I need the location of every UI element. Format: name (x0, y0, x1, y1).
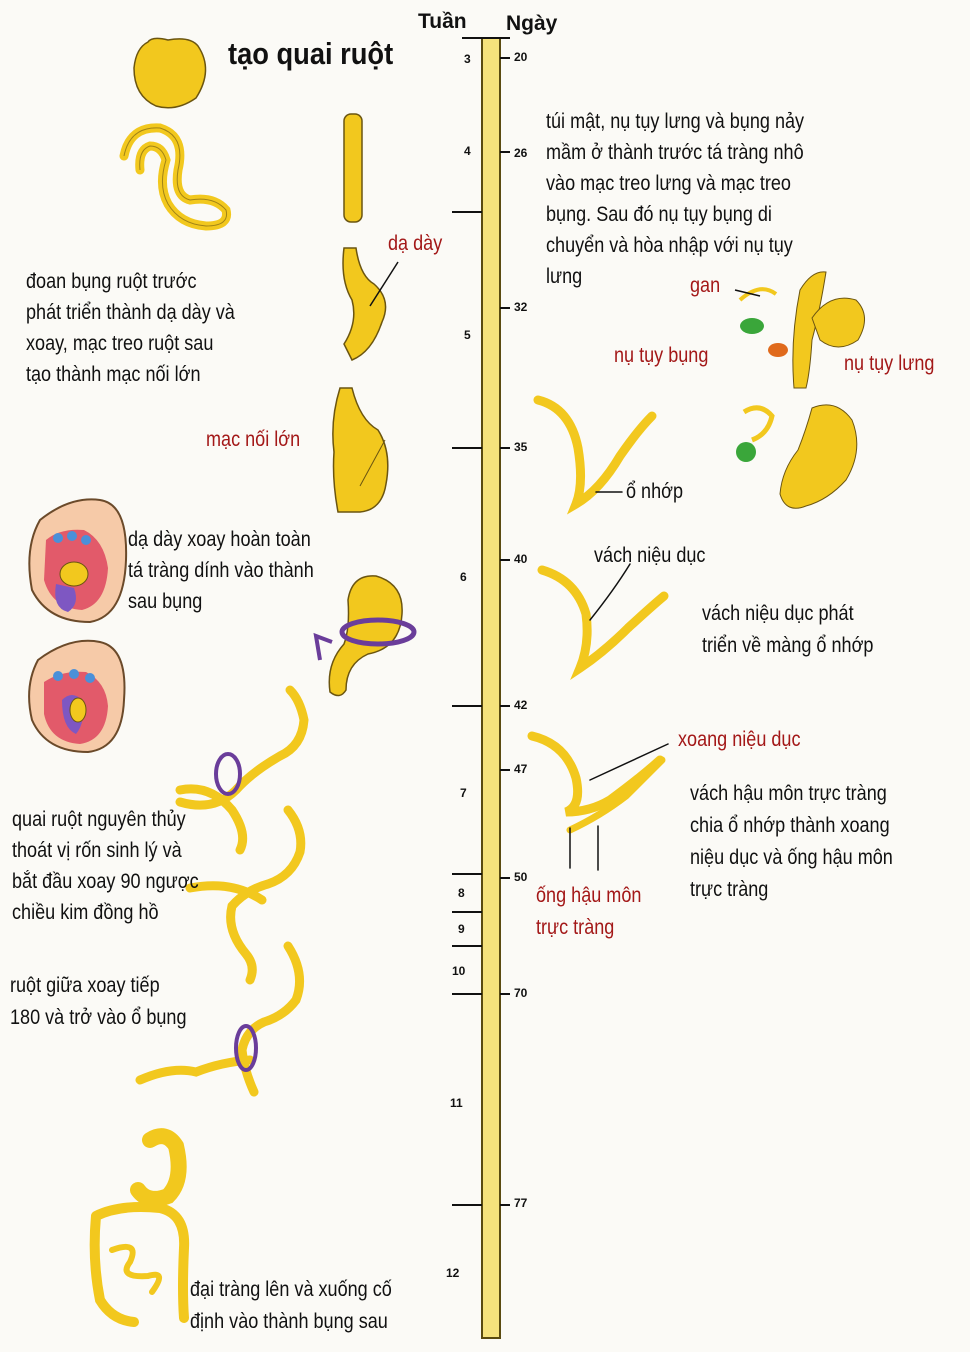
week-7: 7 (460, 786, 467, 800)
week-6: 6 (460, 570, 467, 584)
day-42: 42 (514, 698, 528, 712)
stomach-omentum-drawing (332, 387, 389, 513)
day-26: 26 (514, 146, 528, 160)
day-47: 47 (514, 762, 528, 776)
day-40: 40 (514, 552, 528, 566)
day-32: 32 (514, 300, 528, 314)
foregut-tube-drawing (343, 113, 363, 223)
label-o-nhop: ổ nhớp (626, 480, 684, 503)
urorectal-septum-drawing (537, 563, 669, 680)
stomach-forming-drawing (342, 247, 387, 361)
label-vach-nieu-duc: vách niệu dục (594, 544, 706, 567)
pancreas-buds-drawing (734, 271, 865, 389)
week-3: 3 (464, 52, 471, 66)
week-5: 5 (464, 328, 471, 342)
timeline-ticks (452, 57, 510, 1206)
label-ong-hau-mon-1: ống hậu môn (536, 884, 642, 907)
label-mac-noi-lon: mạc nối lớn (206, 428, 301, 451)
week-9: 9 (458, 922, 465, 936)
day-77: 77 (514, 1196, 528, 1210)
diagram-title: tạo quai ruột (228, 36, 394, 71)
urogenital-sinus-drawing (527, 731, 669, 871)
day-50: 50 (514, 870, 528, 884)
label-nu-tuy-lung: nụ tụy lưng (844, 352, 935, 375)
day-35: 35 (514, 440, 528, 454)
label-gan: gan (690, 274, 721, 297)
stomach-rotated-drawing (328, 575, 403, 697)
primitive-loop-drawing (175, 685, 309, 855)
day-70: 70 (514, 986, 528, 1000)
week-12: 12 (446, 1266, 460, 1280)
timeline-bar (481, 37, 501, 1339)
week-8: 8 (458, 886, 465, 900)
weeks-header: Tuần (418, 10, 467, 33)
label-xoang-nieu-duc: xoang niệu dục (678, 728, 801, 751)
pancreas-fused-drawing (736, 404, 858, 509)
week-10: 10 (452, 964, 466, 978)
days-header: Ngày (506, 12, 558, 35)
gut-sac-drawing (133, 37, 207, 109)
cross-section-2-drawing (28, 639, 126, 754)
midgut-return-drawing (135, 941, 305, 1097)
week-4: 4 (464, 144, 471, 158)
day-20: 20 (514, 50, 528, 64)
cross-section-1-drawing (28, 498, 128, 624)
label-ong-hau-mon-2: trực tràng (536, 916, 615, 939)
label-nu-tuy-bung: nụ tụy bụng (614, 344, 709, 367)
gut-loop-drawing (119, 123, 232, 231)
loop-90-rotation-drawing (185, 805, 306, 985)
week-11: 11 (450, 1096, 463, 1110)
colon-fixed-drawing (89, 1128, 190, 1327)
label-da-day: dạ dày (388, 232, 443, 255)
cloaca-drawing (533, 395, 657, 515)
